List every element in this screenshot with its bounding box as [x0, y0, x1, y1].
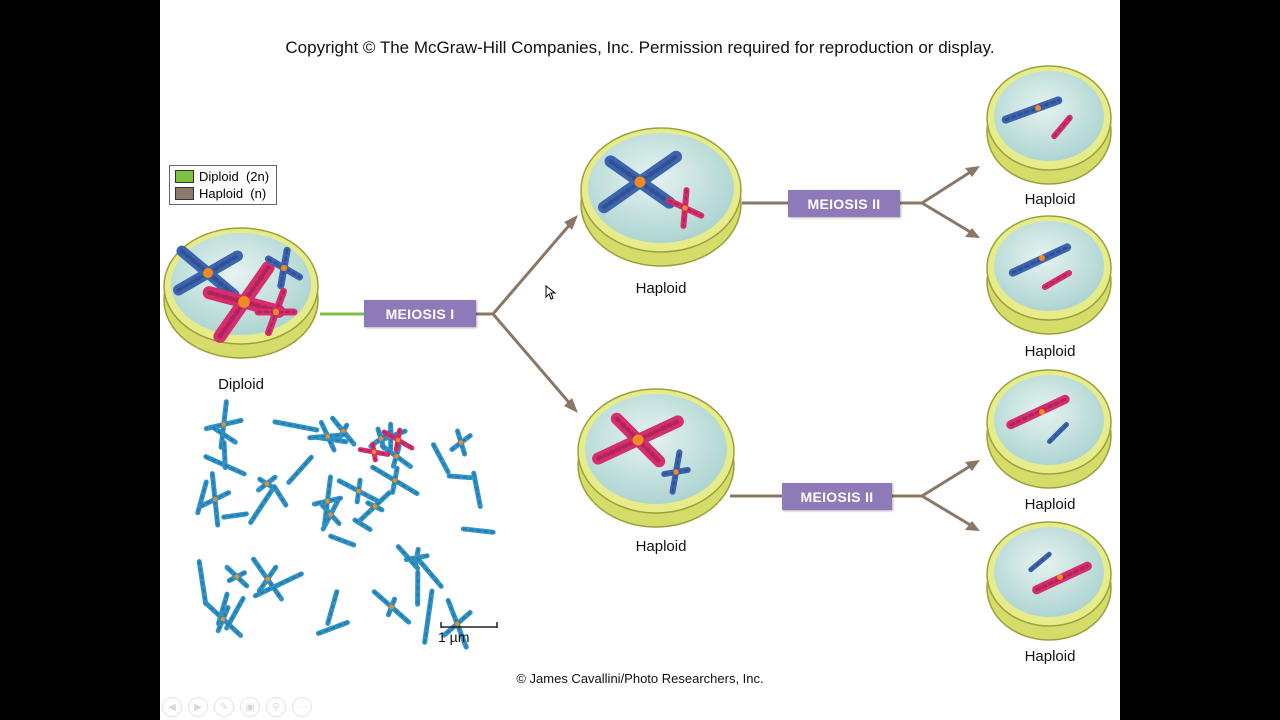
scale-bar-label: 1 µm	[438, 629, 470, 645]
micrograph-chromosome	[414, 555, 444, 589]
micrograph-chromosome	[286, 454, 314, 485]
micrograph-chromosome	[195, 479, 209, 516]
micrograph-chromosome	[446, 473, 474, 481]
micrograph-chromosome	[307, 419, 349, 453]
more-icon[interactable]: ⋯	[292, 697, 312, 717]
arrow-upper	[491, 221, 574, 315]
micrograph-chromosome	[198, 471, 232, 528]
micrograph-chromosome	[430, 442, 451, 475]
scale-bar	[440, 622, 498, 628]
legend-haploid: Haploid (n)	[175, 186, 266, 201]
legend: Diploid (2n) Haploid (n)	[169, 165, 277, 205]
legend-diploid-label: Diploid (2n)	[199, 169, 270, 184]
micrograph-chromosome	[449, 428, 473, 457]
slides-icon[interactable]: ▣	[240, 697, 260, 717]
micrograph-chromosome	[203, 600, 244, 638]
micrograph-chromosome	[358, 490, 392, 523]
next-icon[interactable]: ▶	[188, 697, 208, 717]
micrograph-chromosome	[471, 470, 483, 509]
slide: Copyright © The McGraw-Hill Companies, I…	[160, 0, 1120, 720]
micrograph-chromosome	[352, 517, 373, 532]
diploid-cell	[163, 227, 319, 359]
haploid-top-cell	[580, 127, 742, 267]
haploid-r4-label: Haploid	[1024, 648, 1076, 665]
micrograph-chromosome	[325, 589, 340, 626]
pen-icon[interactable]: ✎	[214, 697, 234, 717]
micrograph-chromosome	[370, 464, 420, 497]
legend-diploid: Diploid (2n)	[175, 169, 269, 184]
meiosis-1-label: MEIOSIS I	[364, 300, 476, 327]
haploid-r1-cell	[986, 65, 1112, 185]
micrograph-chromosome	[315, 619, 350, 636]
micrograph-chromosome	[371, 589, 412, 625]
micrograph-chromosome	[272, 419, 320, 433]
legend-haploid-label: Haploid (n)	[199, 186, 267, 201]
micrograph-chromosome-pink	[357, 441, 391, 463]
haploid-r2-cell	[986, 215, 1112, 335]
micrograph-chromosome	[460, 526, 496, 535]
micrograph-chromosome	[256, 474, 278, 493]
haploid-top-label: Haploid	[635, 280, 687, 297]
micrograph-chromosome	[196, 559, 209, 607]
haploid-r1-label: Haploid	[1024, 191, 1076, 208]
legend-diploid-swatch	[175, 170, 194, 183]
mouse-cursor-icon	[545, 285, 557, 300]
micrograph-chromosome	[224, 595, 246, 631]
slide-controls[interactable]: ◀ ▶ ✎ ▣ ⚲ ⋯	[162, 697, 312, 717]
legend-haploid-swatch	[175, 187, 194, 200]
micrograph-chromosome	[311, 474, 344, 528]
haploid-r2-label: Haploid	[1024, 343, 1076, 360]
micrograph-chromosome	[203, 454, 247, 477]
micrograph-chromosome	[336, 477, 381, 505]
micrograph-chromosome	[248, 484, 277, 525]
haploid-bottom-cell	[577, 388, 735, 528]
micrograph-chromosome	[210, 424, 238, 445]
micrograph-chromosome	[395, 544, 421, 571]
micrograph-chromosome	[422, 588, 435, 645]
arrow-lower	[491, 313, 574, 407]
micrograph-chromosome	[441, 597, 473, 650]
meiosis-diagram	[163, 65, 1112, 650]
diploid-cell-label: Diploid	[218, 376, 264, 393]
micrograph-chromosome	[252, 571, 304, 599]
micrograph-chromosome	[328, 533, 357, 548]
zoom-icon[interactable]: ⚲	[266, 697, 286, 717]
connector-lines	[320, 166, 980, 531]
micrograph-chromosome	[221, 511, 249, 520]
meiosis-2-bottom-label: MEIOSIS II	[782, 483, 892, 510]
haploid-bottom-label: Haploid	[635, 538, 687, 555]
haploid-r3-label: Haploid	[1024, 496, 1076, 513]
haploid-r3-cell	[986, 369, 1112, 489]
meiosis-2-top-label: MEIOSIS II	[788, 190, 900, 217]
micrograph-chromosome	[251, 556, 284, 602]
micrograph-chromosome	[224, 564, 250, 589]
photo-credit: © James Cavallini/Photo Researchers, Inc…	[516, 671, 764, 686]
haploid-r4-cell	[986, 521, 1112, 641]
micrograph-chromosome-pink	[381, 427, 415, 453]
micrograph-chromosome	[271, 484, 289, 508]
previous-icon[interactable]: ◀	[162, 697, 182, 717]
copyright-notice: Copyright © The McGraw-Hill Companies, I…	[285, 38, 995, 57]
